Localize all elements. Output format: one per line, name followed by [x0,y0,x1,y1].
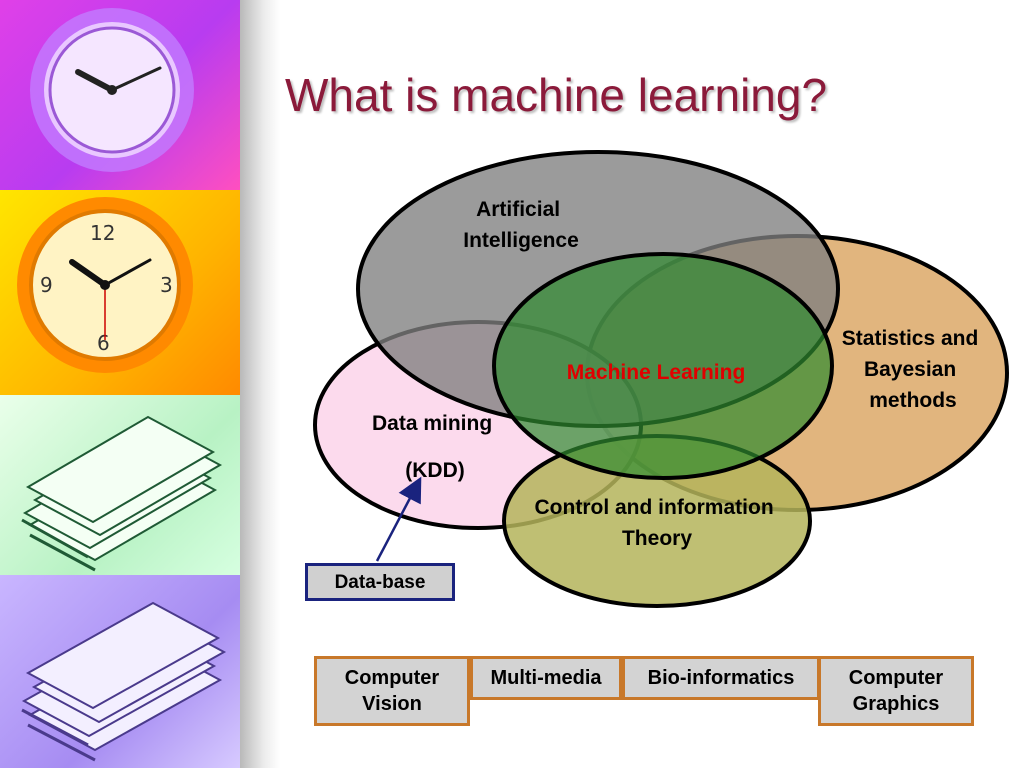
statistics-label-line1: Statistics and [842,327,979,350]
clock-icon [30,8,194,172]
statistics-label-line2: Bayesian [864,358,956,381]
data-mining-label-line1: Data mining [372,412,492,435]
database-arrow [375,476,422,562]
machine-learning-label: Machine Learning [567,361,746,384]
control-theory-label-line2: Theory [622,527,692,550]
app-computer-graphics-line2: Graphics [852,693,940,715]
ai-label: Artificial Intelligence [463,198,579,252]
data-mining-label: Data mining (KDD) [372,412,498,482]
statistics-label: Statistics and Bayesian methods [842,327,984,412]
app-bio-informatics: Bio-informatics [622,656,820,700]
ai-label-line1: Artificial [476,198,560,221]
app-computer-vision-line2: Vision [362,693,422,715]
svg-text:9: 9 [40,273,53,297]
app-computer-vision: Computer Vision [314,656,470,726]
papers-icon [21,415,223,572]
decorative-strip: 12 3 6 9 [0,0,240,768]
database-box: Data-base [305,563,455,601]
data-mining-label-line2: (KDD) [405,459,464,482]
page-title: What is machine learning? [285,69,828,121]
purple-papers-image [0,575,240,768]
machine-learning-circle [492,252,834,480]
green-papers-image [0,395,240,575]
clock-icon: 12 3 6 9 [17,197,193,373]
purple-clock-image [0,0,240,190]
orange-clock-image: 12 3 6 9 [0,190,240,395]
control-theory-label: Control and information Theory [535,496,780,550]
svg-text:6: 6 [97,331,110,355]
app-computer-graphics-line1: Computer [848,667,944,689]
svg-text:3: 3 [160,273,173,297]
papers-icon [21,601,227,762]
svg-text:12: 12 [90,221,115,245]
strip-shadow [240,0,280,768]
statistics-label-line3: methods [869,389,957,412]
app-computer-graphics: Computer Graphics [818,656,974,726]
app-multi-media: Multi-media [470,656,622,700]
ai-label-line2: Intelligence [463,229,579,252]
control-theory-label-line1: Control and information [535,496,774,519]
app-computer-vision-line1: Computer [344,667,440,689]
